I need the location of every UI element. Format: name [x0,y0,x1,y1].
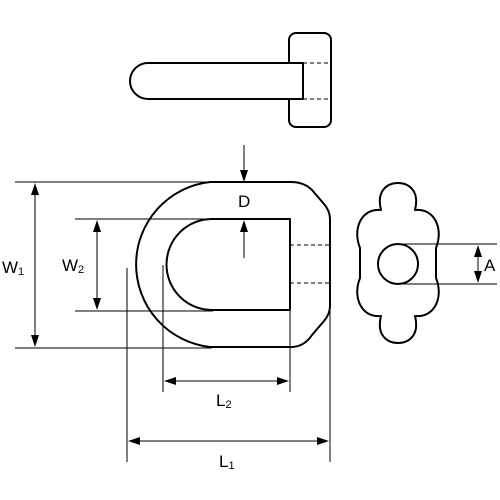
w2-arrow-top [93,220,101,232]
l1-label: L1 [219,452,235,472]
l2-arrow-right [277,377,289,385]
d-arrow-bottom [240,220,248,232]
w2-label: W2 [62,256,84,276]
dimension-l2: L2 [162,265,291,411]
l2-label: L2 [216,391,232,411]
side-view-bore [377,243,419,285]
d-label: D [238,192,250,211]
dimension-d: D [238,145,250,258]
d-arrow-top [240,170,248,182]
w1-arrow-bottom [31,335,39,347]
w1-label: W1 [2,258,24,278]
l1-arrow-right [317,437,329,445]
l1-arrow-left [128,437,140,445]
top-view-bar [129,62,304,100]
side-view [356,182,440,344]
dimension-w1: W1 [2,181,212,349]
dimension-l1: L1 [126,268,331,472]
dimension-a: A [398,243,497,285]
a-arrow-bottom [474,271,482,283]
w2-arrow-bottom [93,298,101,310]
a-arrow-top [474,245,482,257]
front-view-inner-opening [165,218,291,311]
top-view [129,32,332,128]
dimension-w2: W2 [62,218,213,312]
l2-arrow-left [164,377,176,385]
a-label: A [484,256,496,275]
front-view [135,181,331,348]
w1-arrow-top [31,183,39,195]
